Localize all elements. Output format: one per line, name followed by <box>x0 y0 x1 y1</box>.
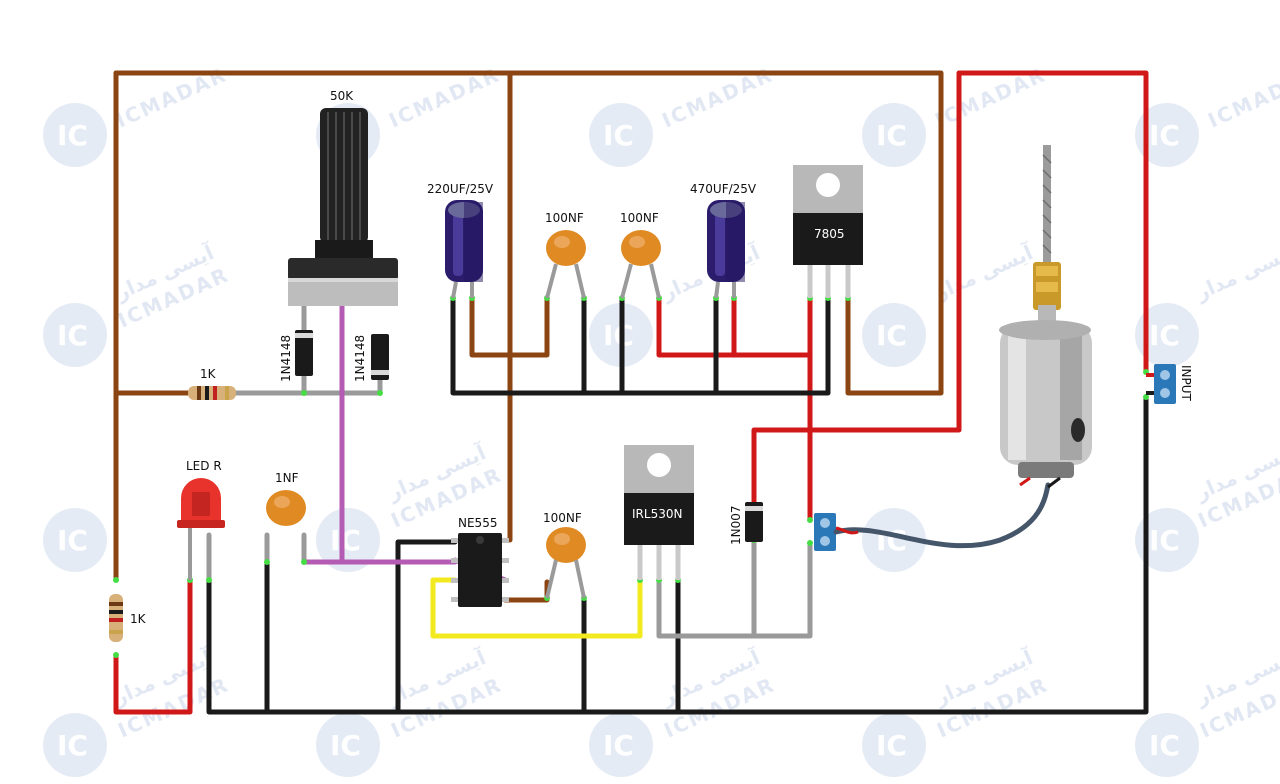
ceramic-capacitor-2: 100NF <box>620 211 661 299</box>
electrolytic-capacitor-2-label: 470UF/25V <box>690 182 757 196</box>
voltage-regulator: 7805 <box>793 165 863 298</box>
watermark-badge: IC آیسی مدار ICMADAR <box>43 239 233 367</box>
led: LED R <box>177 459 225 580</box>
potentiometer-label: 50K <box>330 89 354 103</box>
watermark-badge-text: IC <box>57 524 88 557</box>
capacitor-555-label: 100NF <box>543 511 582 525</box>
watermark-badge: IC ICMADAR <box>862 62 1050 167</box>
wire-red-input <box>751 70 1149 508</box>
watermark-brand-fa: آیسی مدار <box>1191 239 1280 305</box>
wire-brown-top-rail <box>113 70 944 396</box>
ceramic-capacitor-2-label: 100NF <box>620 211 659 225</box>
input-label: INPUT <box>1179 365 1193 402</box>
motor-terminal-block <box>814 513 836 551</box>
mosfet-label: IRL530N <box>632 507 682 521</box>
watermark-badge: IC <box>862 508 926 572</box>
watermark-badge: IC ICMADAR <box>1135 62 1280 167</box>
electrolytic-capacitor-2: 470UF/25V <box>690 182 757 299</box>
wires <box>113 70 1149 715</box>
watermark-badge-text: IC <box>1149 729 1180 762</box>
potentiometer-body <box>288 278 398 306</box>
wire-red-led <box>113 577 193 715</box>
capacitor-1nf-label: 1NF <box>275 471 299 485</box>
wire-black-ground-top <box>450 295 831 396</box>
potentiometer: 50K <box>288 89 398 306</box>
wire-yellow-gate <box>430 577 643 639</box>
electrolytic-capacitor-1-label: 220UF/25V <box>427 182 494 196</box>
watermark-badge-text: IC <box>603 319 634 352</box>
resistor-bottom: 1K <box>109 594 147 642</box>
flyback-diode: 1N007 <box>729 502 763 545</box>
watermark-badge-text: IC <box>603 119 634 152</box>
mosfet: IRL530N <box>624 445 694 580</box>
watermark-badge-text: IC <box>330 524 361 557</box>
wire-brown-ic-to-cap <box>502 579 550 603</box>
watermark-badge-text: IC <box>330 729 361 762</box>
watermark-badge-text: IC <box>57 729 88 762</box>
resistor-top: 1K <box>188 367 236 400</box>
wire-brown-cap-loop <box>469 295 550 358</box>
diode-left-label: 1N4148 <box>279 335 293 382</box>
watermark-badge: IC آیسی مدار ICMADAR <box>1135 644 1280 777</box>
ic-ne555: NE555 <box>451 516 509 607</box>
watermark-badge-text: IC <box>876 729 907 762</box>
watermark-badge: IC <box>43 508 107 572</box>
watermark-badge-text: IC <box>876 524 907 557</box>
capacitor-555: 100NF <box>543 511 586 599</box>
capacitor-1nf: 1NF <box>266 471 306 526</box>
watermark-badge: IC ICMADAR <box>43 62 231 167</box>
watermark-badge-text: IC <box>603 729 634 762</box>
motor-cable <box>833 482 1051 549</box>
watermark-badge-text: IC <box>876 119 907 152</box>
ceramic-capacitor-1-label: 100NF <box>545 211 584 225</box>
watermark-badge-text: IC <box>1149 319 1180 352</box>
input-terminal-block: INPUT <box>1146 364 1193 404</box>
watermark-badge-text: IC <box>1149 119 1180 152</box>
watermark-badge-text: IC <box>876 319 907 352</box>
motor-lead-red <box>835 526 859 535</box>
ic-ne555-label: NE555 <box>458 516 497 530</box>
resistor-top-label: 1K <box>200 367 217 381</box>
diode-right: 1N4148 <box>353 334 389 382</box>
watermark-badge: IC آیسی مدار ICMADAR <box>1135 439 1280 572</box>
electrolytic-capacitor-1: 220UF/25V <box>427 182 494 299</box>
watermark-layer: IC ICMADAR IC ICMADAR IC ICMADAR IC ICMA… <box>43 62 1280 777</box>
wire-black-ic-gnd <box>395 539 458 715</box>
watermark-brand: ICMADAR <box>1204 62 1280 132</box>
watermark-badge-text: IC <box>57 119 88 152</box>
watermark-badge: IC ICMADAR <box>589 62 777 167</box>
watermark-badge-text: IC <box>1149 524 1180 557</box>
watermark-badge-text: IC <box>57 319 88 352</box>
watermark-brand-fa: آیسی مدار <box>930 239 1037 305</box>
watermark-badge: IC آیسی مدار <box>1135 239 1280 367</box>
wire-gray-mosfet-drain <box>656 542 813 639</box>
wire-red-cap-loop <box>656 295 813 358</box>
diode-right-label: 1N4148 <box>353 335 367 382</box>
diode-left: 1N4148 <box>279 330 313 382</box>
ceramic-capacitor-1: 100NF <box>545 211 586 299</box>
led-label: LED R <box>186 459 222 473</box>
regulator-label: 7805 <box>814 227 845 241</box>
drill-motor <box>999 145 1092 489</box>
flyback-diode-label: 1N007 <box>729 505 743 545</box>
resistor-bottom-label: 1K <box>130 612 147 626</box>
